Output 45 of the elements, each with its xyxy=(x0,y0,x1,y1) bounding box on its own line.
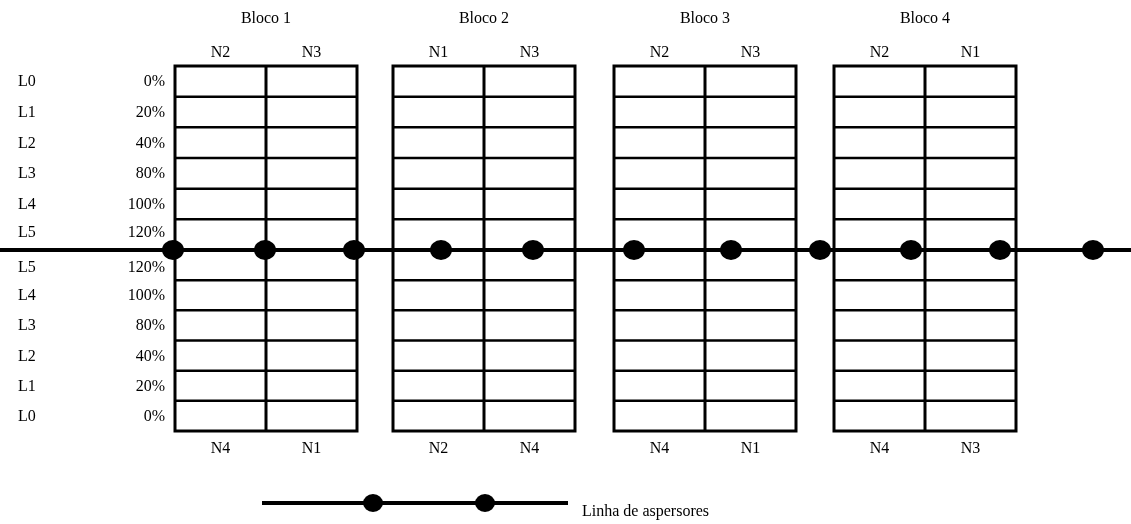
block-title: Bloco 2 xyxy=(458,9,510,27)
legend-label: Linha de aspersores xyxy=(582,502,710,520)
column-label: N1 xyxy=(301,439,322,457)
column-label: N3 xyxy=(301,43,322,61)
column-label: N2 xyxy=(649,43,670,61)
percent-label: 0% xyxy=(143,72,165,91)
percent-label: 40% xyxy=(135,133,165,152)
level-label: L4 xyxy=(18,195,36,213)
column-label: N4 xyxy=(869,439,890,457)
percent-label: 80% xyxy=(135,164,165,183)
level-label: L5 xyxy=(18,222,36,241)
column-label: N1 xyxy=(960,43,981,61)
level-label: L2 xyxy=(18,133,36,152)
percent-label: 20% xyxy=(135,376,165,395)
level-label: L5 xyxy=(18,258,36,277)
percent-label: 40% xyxy=(135,346,165,365)
level-label: L3 xyxy=(18,164,36,183)
column-label: N1 xyxy=(428,43,449,61)
level-label: L1 xyxy=(18,376,36,395)
percent-label: 0% xyxy=(143,406,165,425)
percent-label: 120% xyxy=(127,222,165,241)
column-label: N4 xyxy=(649,439,670,457)
column-label: N2 xyxy=(869,43,890,61)
block-title: Bloco 4 xyxy=(899,9,951,27)
level-label: L2 xyxy=(18,346,36,365)
level-label: L0 xyxy=(18,406,36,425)
percent-label: 120% xyxy=(127,258,165,277)
percent-label: 80% xyxy=(135,316,165,335)
column-label: N3 xyxy=(519,43,540,61)
column-label: N4 xyxy=(519,439,540,457)
level-label: L1 xyxy=(18,103,36,121)
level-label: L0 xyxy=(18,72,36,91)
column-label: N4 xyxy=(210,439,231,457)
percent-label: 100% xyxy=(127,286,165,305)
block-title: Bloco 3 xyxy=(679,9,731,27)
block-title: Bloco 1 xyxy=(240,9,292,27)
column-label: N3 xyxy=(740,43,761,61)
column-label: N3 xyxy=(960,439,981,457)
level-label: L4 xyxy=(18,286,36,305)
percent-label: 20% xyxy=(135,103,165,121)
column-label: N2 xyxy=(210,43,231,61)
percent-label: 100% xyxy=(127,195,165,213)
level-label: L3 xyxy=(18,316,36,335)
column-label: N1 xyxy=(740,439,761,457)
column-label: N2 xyxy=(428,439,449,457)
